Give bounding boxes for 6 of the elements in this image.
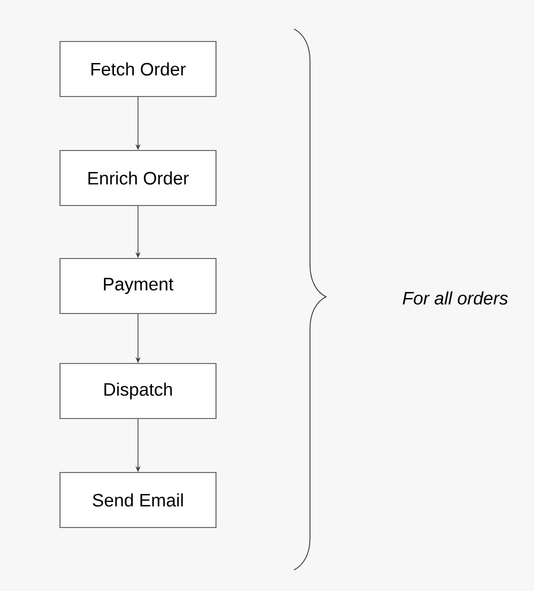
process-box: Dispatch xyxy=(60,363,216,419)
process-box: Payment xyxy=(60,258,216,314)
process-box: Enrich Order xyxy=(60,150,216,206)
process-box: Fetch Order xyxy=(60,41,216,97)
brace-label: For all orders xyxy=(402,291,508,305)
process-box: Send Email xyxy=(60,472,216,528)
